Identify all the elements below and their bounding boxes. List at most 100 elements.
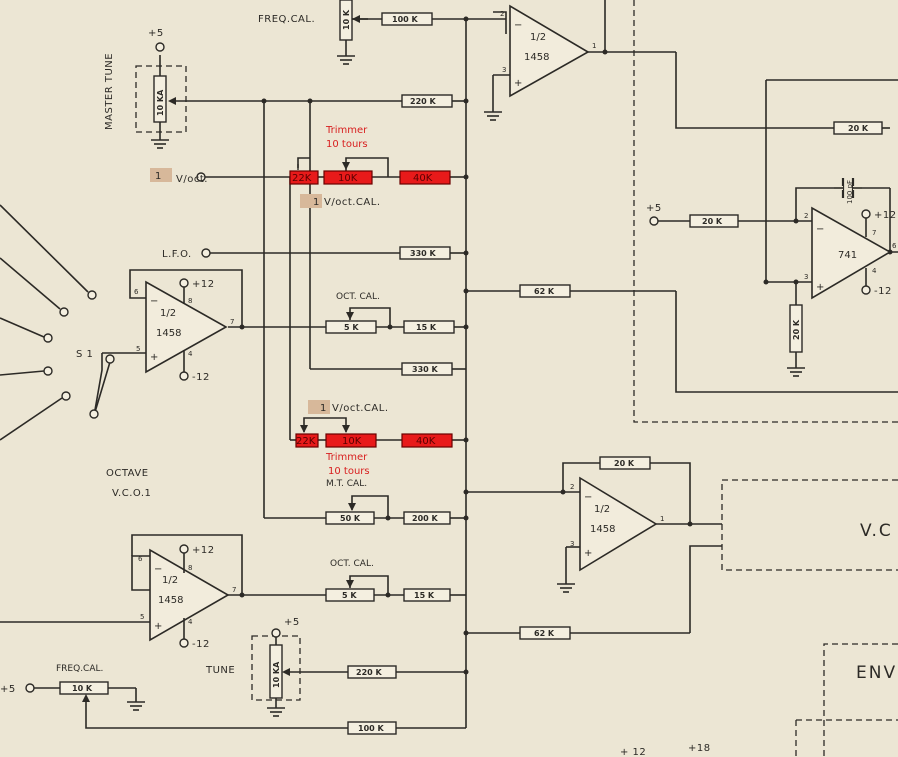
wires [0, 0, 898, 729]
red-resistor-40k-bottom: 40K [401, 433, 453, 448]
resistor-value: 330 K [410, 249, 436, 258]
junction-dot [463, 16, 469, 22]
junction-dot [793, 218, 799, 224]
resistor-20k-feedback: 20 K [599, 456, 651, 470]
resistor-value: 20 K [614, 459, 635, 468]
pin-label: 6 [138, 555, 143, 563]
red-resistor-value: 22K [296, 436, 316, 447]
pin-label: 4 [188, 350, 193, 358]
label-master-tune: MASTER TUNE [104, 53, 115, 130]
supply-label: +12 [192, 279, 215, 290]
oa1-label-part: 1458 [524, 52, 549, 63]
label-mt-cal: M.T. CAL. [326, 479, 367, 489]
resistor-value: 200 K [412, 514, 438, 523]
pin-label: 8 [188, 297, 192, 305]
resistor-value: 100 K [358, 724, 384, 733]
pot-10ka-master: 10 KA [153, 75, 176, 123]
junction-dot [687, 521, 693, 527]
op-amp-oa4: 1/2 1458 −+ 2 3 1 [570, 476, 664, 572]
terminal-master-5v [155, 42, 165, 52]
junction-dot [463, 669, 469, 675]
red-resistor-value: 10K [342, 436, 362, 447]
label-v-oct-cal-1: V/oct.CAL. [324, 197, 381, 208]
terminal-741-m12 [861, 285, 871, 295]
op-amp-oa1: 1/2 1458 −+ 2 3 1 [500, 4, 596, 98]
resistor-200k: 200 K [403, 511, 451, 525]
svg-text:−: − [584, 492, 592, 503]
pin-label: 4 [872, 267, 877, 275]
terminal-oa3-p12 [179, 544, 189, 554]
resistor-10k-bottom-left: 10 K [59, 681, 109, 695]
pin-label: 7 [872, 229, 876, 237]
supply-label: + 12 [620, 747, 646, 757]
resistor-value: 20 K [792, 319, 801, 340]
oa1-label-half: 1/2 [530, 32, 546, 43]
resistor-value: 62 K [534, 287, 555, 296]
pin-label: 3 [570, 540, 574, 548]
svg-text:+: + [154, 621, 162, 632]
switch-pivot [105, 354, 115, 364]
junction-dot [307, 98, 313, 104]
resistor-220k-bottom: 220 K [347, 665, 397, 679]
resistor-100k-bottom: 100 K [347, 721, 397, 735]
junction-dot [763, 279, 769, 285]
resistor-62k-top: 62 K [519, 284, 571, 298]
label-v-oct-cal-2: V/oct.CAL. [332, 403, 389, 414]
junction-dot [387, 324, 393, 330]
red-resistor-22k-bottom: 22K [295, 433, 319, 448]
resistor-50k: 50 K [325, 511, 375, 525]
trimmer-wipers [300, 162, 356, 588]
red-resistor-value: 10K [338, 173, 358, 184]
label-oct-cal-2: OCT. CAL. [330, 559, 374, 569]
ground-symbol [557, 583, 575, 593]
ground-symbol [151, 139, 169, 149]
label-one-c: 1 [320, 403, 327, 414]
svg-text:−: − [154, 564, 162, 575]
switch-contact [59, 307, 69, 317]
terminal-lfo [201, 248, 211, 258]
supply-label: -12 [192, 639, 210, 650]
potentiometers: 10 K 10 KA 10 KA [82, 0, 368, 702]
label-one-b: 1 [313, 197, 320, 208]
label-vco1: V.C.O.1 [112, 488, 151, 499]
resistor-value: 50 K [340, 514, 361, 523]
resistor-15k-top: 15 K [403, 320, 455, 334]
junction-dot [463, 489, 469, 495]
svg-text:+: + [584, 548, 592, 559]
ground-symbol [787, 367, 805, 377]
label-vc-block: V.C [860, 521, 893, 541]
resistor-value: 10 K [72, 684, 93, 693]
supply-label: +18 [688, 743, 711, 754]
junction-dot [793, 279, 799, 285]
capacitor-100pf: 100 pF [834, 178, 862, 204]
label-trimmer-top: Trimmer [325, 125, 368, 136]
op-amp-oa5-741: 741 −+ 2 3 7 4 6 [804, 206, 897, 300]
label-env-block: ENVE [856, 663, 898, 683]
junction-dot [463, 515, 469, 521]
pot-10ka-tune: 10 KA [269, 644, 290, 699]
terminals [25, 42, 871, 693]
red-resistor-value: 22K [292, 173, 312, 184]
terminal-oa3-m12 [179, 638, 189, 648]
pin-label: 1 [592, 42, 596, 50]
label-v-oct-input: V/oct. [176, 174, 208, 185]
svg-text:+: + [150, 352, 158, 363]
oa2-label-half: 1/2 [160, 308, 176, 319]
resistor-value: 220 K [356, 668, 382, 677]
resistor-value: 220 K [410, 97, 436, 106]
label-freq-cal-top: FREQ.CAL. [258, 14, 315, 25]
resistor-value: 100 K [392, 15, 418, 24]
pot-value: 10 K [342, 9, 351, 30]
resistor-20k-741-input: 20 K [689, 214, 739, 228]
resistor-5k-bottom: 5 K [325, 588, 375, 602]
junction-dot [261, 98, 267, 104]
junction-dot [560, 489, 566, 495]
resistor-20k-vertical: 20 K [789, 304, 803, 353]
junction-dot [239, 592, 245, 598]
oa2-label-part: 1458 [156, 328, 181, 339]
pin-label: 8 [188, 564, 192, 572]
resistor-value: 5 K [344, 323, 359, 332]
label-trimmer-bottom: Trimmer [325, 452, 368, 463]
junction-dot [239, 324, 245, 330]
red-resistor-22k-top: 22K [289, 170, 319, 185]
